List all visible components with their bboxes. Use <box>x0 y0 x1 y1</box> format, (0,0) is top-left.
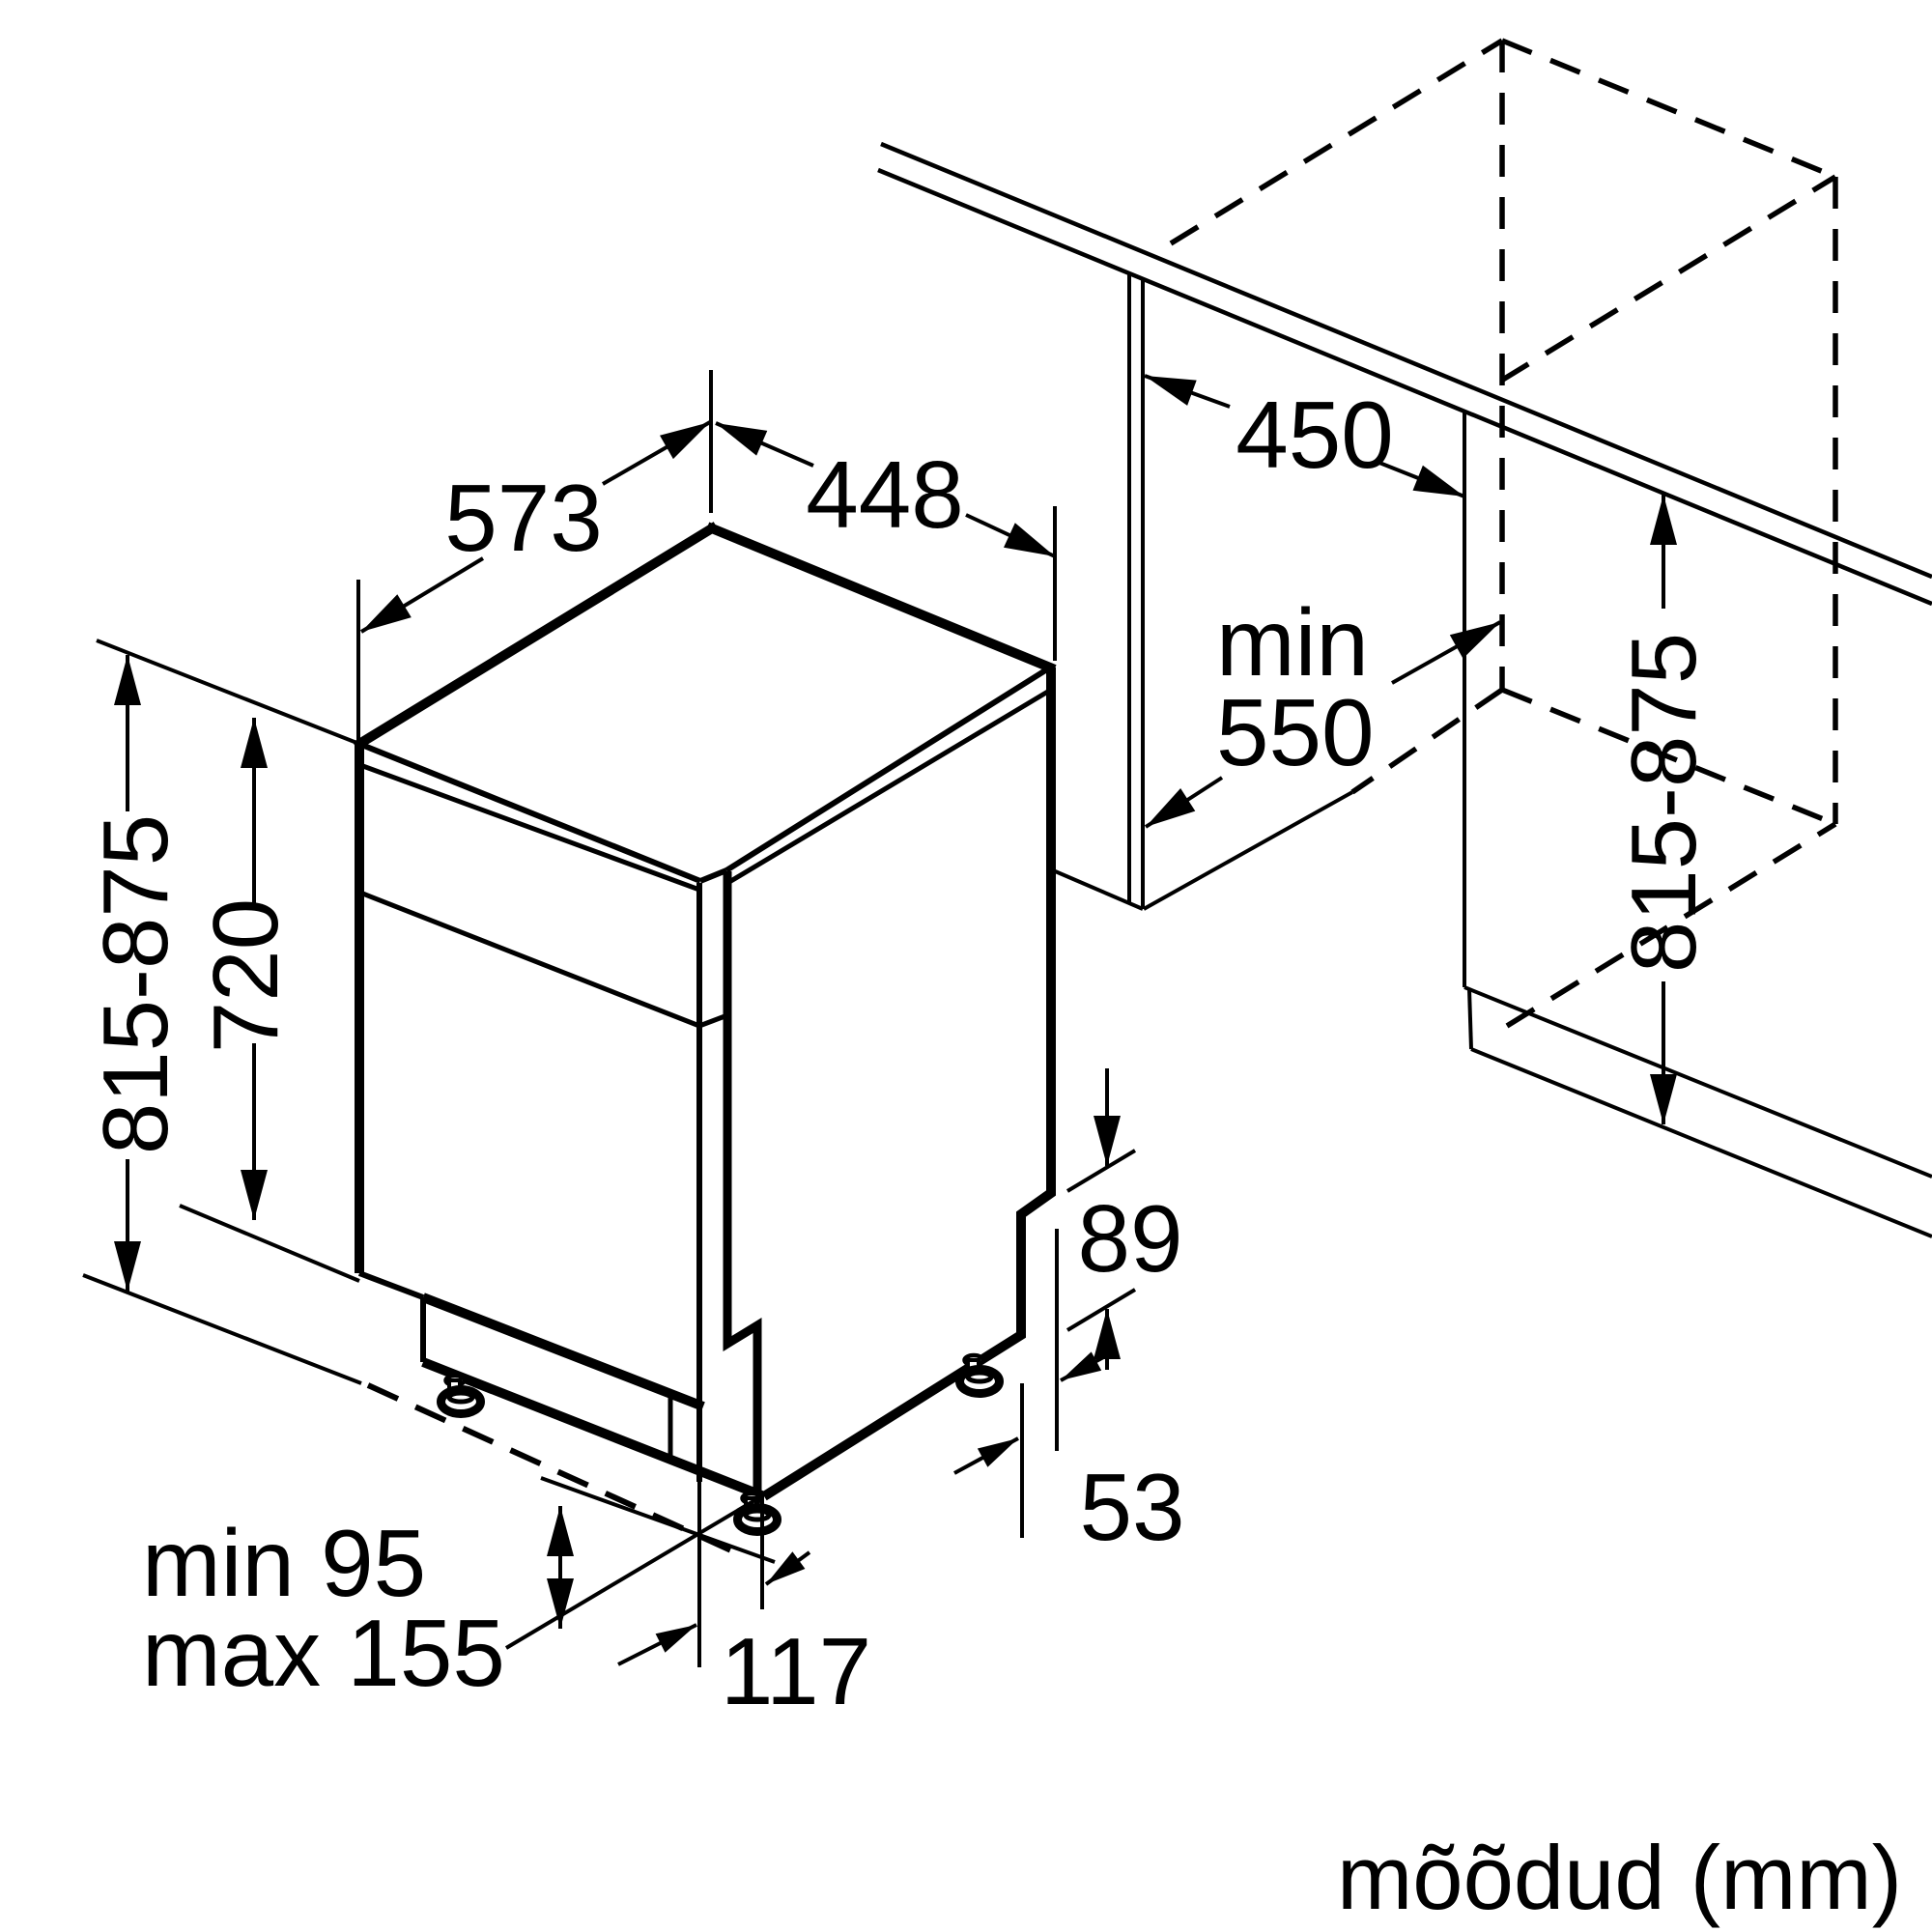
svg-text:573: 573 <box>444 465 603 571</box>
svg-text:mõõdud (mm): mõõdud (mm) <box>1337 1827 1902 1928</box>
svg-text:117: 117 <box>721 1618 871 1724</box>
svg-text:min: min <box>1216 589 1369 696</box>
svg-text:448: 448 <box>806 441 964 548</box>
svg-text:450: 450 <box>1236 382 1394 488</box>
svg-text:max 155: max 155 <box>142 1600 505 1706</box>
svg-text:min 95: min 95 <box>142 1510 426 1616</box>
svg-text:89: 89 <box>1077 1185 1182 1292</box>
svg-text:815-875: 815-875 <box>84 814 187 1154</box>
svg-text:550: 550 <box>1216 679 1375 785</box>
svg-text:720: 720 <box>194 898 298 1053</box>
svg-text:815-875: 815-875 <box>1612 633 1716 973</box>
svg-text:53: 53 <box>1079 1454 1184 1560</box>
